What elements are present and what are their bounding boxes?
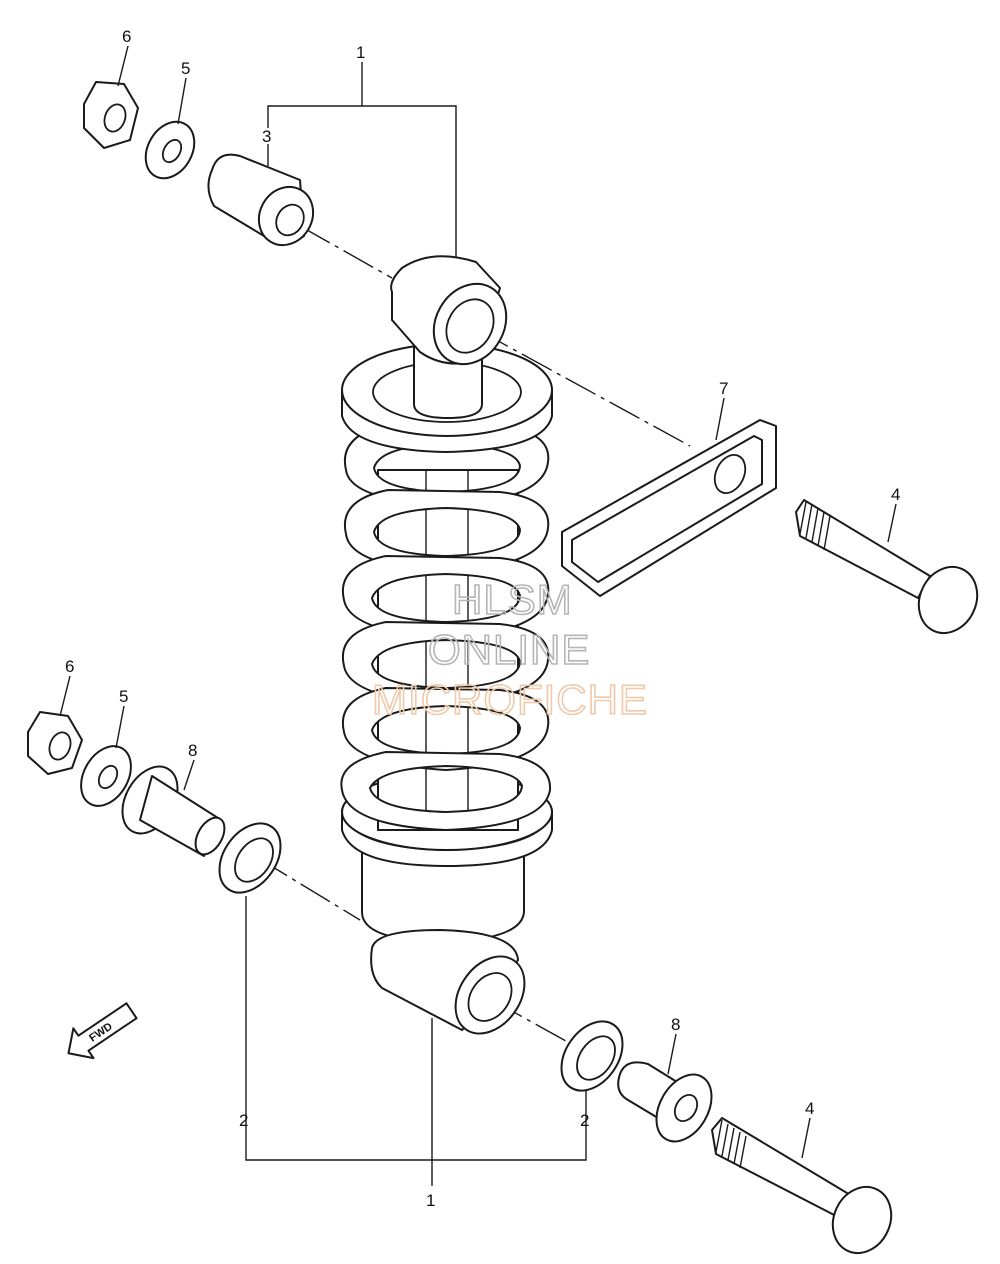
bush-part-8-lower <box>617 1061 713 1143</box>
upper-right-center-line <box>477 329 691 447</box>
watermark: HLSM ONLINE MICROFICHE <box>371 575 648 724</box>
bolt-shank <box>795 499 931 599</box>
bracket-hole <box>713 454 747 494</box>
leader-6-mid <box>59 675 71 717</box>
collar-bore <box>275 203 305 237</box>
fwd-arrow-shape <box>67 1002 138 1060</box>
leader-4-lower <box>801 1117 811 1159</box>
bearing-part-2-right <box>560 1020 624 1092</box>
collar-part-3 <box>207 153 315 247</box>
bearing-right-inner <box>576 1035 616 1081</box>
leader-5-mid <box>115 705 125 749</box>
bearing-left-inner <box>234 837 274 883</box>
callout-7: 7 <box>719 379 728 398</box>
callout-4-upper: 4 <box>891 485 900 504</box>
watermark-line-3: MICROFICHE <box>372 676 648 723</box>
leader-8-lower <box>667 1033 677 1075</box>
callout-2-right: 2 <box>580 1111 589 1130</box>
bracket-leader-2 <box>245 896 587 1161</box>
nut-mid-bore <box>48 731 72 761</box>
bush-mid-end <box>194 816 226 856</box>
callout-5-top: 5 <box>181 59 190 78</box>
shock-absorber <box>340 255 553 1035</box>
leader-8-mid <box>183 759 195 791</box>
bottom-eye-bore <box>467 972 513 1022</box>
lower-bolt-head <box>831 1185 893 1255</box>
fwd-arrow-icon: FWD <box>67 1002 138 1060</box>
nut-part-6-top <box>83 81 139 149</box>
lower-bolt-thread <box>715 1119 747 1169</box>
top-eye-bore <box>445 298 495 354</box>
leader-6-top <box>117 45 129 87</box>
leader-5-top <box>177 77 187 125</box>
bolt-part-4-lower <box>711 1117 893 1255</box>
washer-part-5-top <box>144 120 196 180</box>
spring-coil-6 <box>340 751 552 831</box>
washer-mid-inner <box>97 764 119 790</box>
bush-part-8-mid <box>121 765 226 857</box>
callout-4-lower: 4 <box>805 1099 814 1118</box>
bolt-part-4-upper <box>795 499 979 635</box>
upper-center-line <box>299 225 393 279</box>
callout-1-bottom: 1 <box>426 1191 435 1210</box>
watermark-line-2: ONLINE <box>428 626 590 673</box>
callout-6-mid: 6 <box>65 657 74 676</box>
washer-part-5-mid <box>80 745 132 807</box>
leader-7 <box>715 397 725 441</box>
bush-lower-end <box>673 1093 699 1123</box>
callout-8-lower: 8 <box>671 1015 680 1034</box>
callout-2-left: 2 <box>239 1111 248 1130</box>
callout-1-top: 1 <box>356 43 365 62</box>
nut-part-6-mid <box>27 711 83 775</box>
bolt-thread <box>799 501 831 551</box>
washer-inner <box>161 138 183 164</box>
callout-6-top: 6 <box>122 27 131 46</box>
watermark-line-1: HLSM <box>452 576 573 623</box>
leader-4-upper <box>887 503 897 543</box>
callout-3: 3 <box>262 127 271 146</box>
bracket-face <box>571 435 763 583</box>
nut-bore <box>103 103 127 133</box>
bolt-head <box>917 565 979 635</box>
bearing-part-2-left <box>218 822 282 894</box>
bracket-part-7 <box>561 419 777 597</box>
callout-5-mid: 5 <box>119 687 128 706</box>
callout-8-mid: 8 <box>188 741 197 760</box>
